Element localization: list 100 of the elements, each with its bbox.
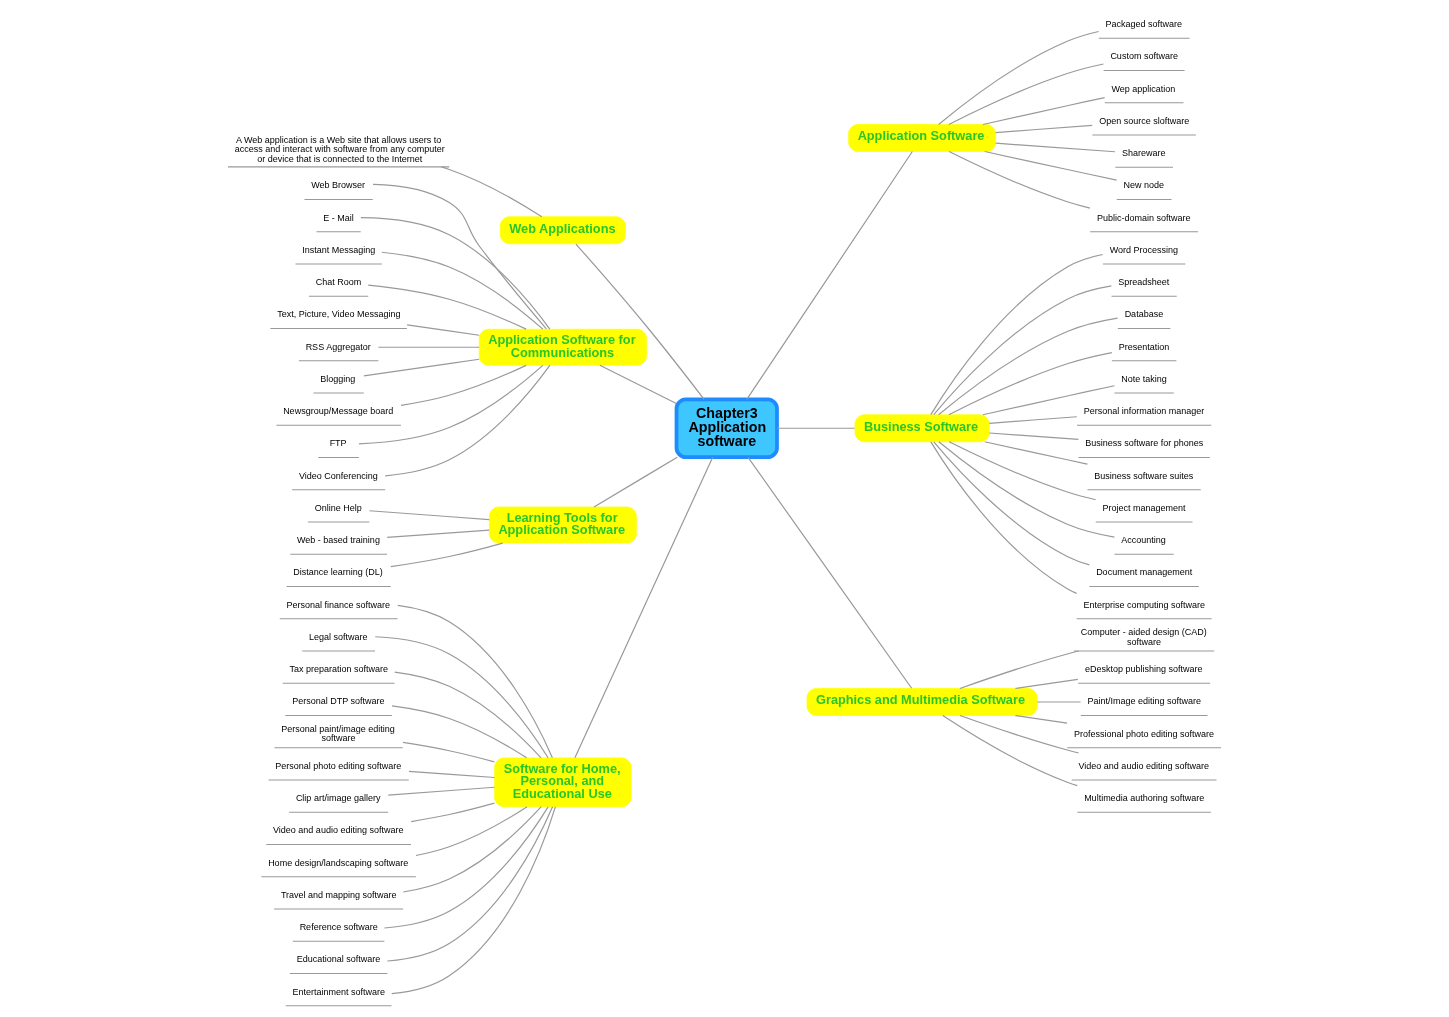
node-text: Presentation <box>1118 341 1170 352</box>
connector <box>381 251 544 330</box>
node-box: Application Software for Communications <box>478 328 647 366</box>
node-box: Graphics and Multimedia Software <box>806 688 1038 716</box>
node-text: eDesktop publishing software <box>1084 664 1203 675</box>
connector <box>988 432 1079 440</box>
connector <box>387 786 496 796</box>
node-text: Instant Messaging <box>302 244 376 255</box>
connector <box>995 124 1093 134</box>
connector <box>367 284 527 330</box>
connector <box>360 217 551 330</box>
connector <box>746 150 913 400</box>
node-text: Personal information manager <box>1083 406 1205 417</box>
node-text: Home design/landscaping software <box>268 857 409 868</box>
node-text: Educational software <box>296 954 381 965</box>
connector <box>397 604 553 759</box>
connector <box>408 770 496 779</box>
node-text: Travel and mapping software <box>280 889 397 900</box>
connector <box>599 364 677 405</box>
connector <box>930 253 1104 416</box>
node-box: Chapter3 Application software <box>674 397 779 459</box>
connector <box>948 63 1105 126</box>
node-text: Spreadsheet <box>1118 277 1170 288</box>
node-text: Multimedia authoring software <box>1084 793 1205 804</box>
node-text: Custom software <box>1110 51 1178 62</box>
connector <box>402 741 496 763</box>
connector <box>948 351 1113 416</box>
node-text: Business software suites <box>1094 470 1194 481</box>
node-text: Personal DTP software <box>292 696 385 707</box>
node-text: Personal paint/image editing software <box>281 723 395 744</box>
node-text: Enterprise computing software <box>1083 599 1205 610</box>
connector <box>982 97 1106 126</box>
connector <box>372 183 547 330</box>
node-text: Video and audio editing software <box>273 825 404 836</box>
connector <box>374 636 549 759</box>
node-text: Legal software <box>309 631 368 642</box>
node-text: Newsgroup/Message board <box>283 406 394 417</box>
node-text: FTP <box>329 438 347 449</box>
node-text: Word Processing <box>1109 244 1178 255</box>
node-box: Business Software <box>854 414 990 443</box>
node-text: Professional photo editing software <box>1074 728 1215 739</box>
connector <box>942 714 1078 787</box>
node-text: Clip art/image gallery <box>295 793 381 804</box>
connector <box>386 529 490 538</box>
connector <box>406 324 480 336</box>
node-text: Accounting <box>1121 535 1166 546</box>
node-text: New node <box>1123 180 1165 191</box>
connector <box>363 358 480 377</box>
node-text: Distance learning (DL) <box>293 567 383 578</box>
node-text: Video and audio editing software <box>1078 760 1209 771</box>
node-text: Document management <box>1096 567 1193 578</box>
node-text: Database <box>1124 309 1164 320</box>
node-text: Text, Picture, Video Messaging <box>277 309 401 320</box>
node-box: Application Software <box>848 124 996 152</box>
connector <box>938 317 1119 416</box>
node-text: Business software for phones <box>1085 438 1204 449</box>
node-box: Software for Home, Personal, and Educational Use <box>494 757 632 807</box>
node-text: Open source sloftware <box>1099 115 1190 126</box>
connector <box>1014 678 1079 690</box>
node-text: Chat Room <box>315 277 362 288</box>
connector <box>574 456 714 759</box>
node-text: E - Mail <box>323 212 354 223</box>
node-text: Public-domain software <box>1096 212 1191 223</box>
connector <box>776 427 856 429</box>
node-text: Blogging <box>320 373 356 384</box>
connector <box>948 150 1091 209</box>
connector <box>984 441 1089 465</box>
connector <box>391 705 528 759</box>
node-text: Video Conferencing <box>298 470 378 481</box>
node-box: Web Applications <box>499 216 626 245</box>
connector <box>386 806 554 962</box>
connector <box>391 806 556 995</box>
connector <box>933 441 1090 566</box>
node-text: Shareware <box>1122 148 1166 159</box>
connector <box>383 806 549 929</box>
connector <box>1014 714 1068 724</box>
connector <box>984 150 1118 181</box>
connector <box>358 364 544 445</box>
node-text: A Web application is a Web site that allows users to access and interact with software from any computer or device that is connected to the Internet <box>234 134 445 165</box>
connector <box>368 510 490 521</box>
connector <box>394 671 542 759</box>
node-text: Paint/Image editing software <box>1087 696 1202 707</box>
connector <box>995 142 1116 153</box>
node-text: Entertainment software <box>292 986 386 997</box>
node-text: Web - based training <box>297 535 380 546</box>
connector <box>959 650 1080 690</box>
node-text: Note taking <box>1121 373 1167 384</box>
node-text: Tax preparation software <box>289 664 389 675</box>
node-text: Wep application <box>1111 83 1176 94</box>
node-text: RSS Aggregator <box>305 341 371 352</box>
connector <box>938 441 1115 538</box>
connector <box>982 385 1116 416</box>
connector <box>390 542 504 568</box>
node-text: Reference software <box>299 922 378 933</box>
connector <box>400 364 527 406</box>
connector <box>415 806 528 857</box>
connector <box>575 243 705 400</box>
node-text: Computer - aided design (CAD) software <box>1080 626 1207 647</box>
connector <box>440 166 543 218</box>
connector <box>377 346 480 348</box>
